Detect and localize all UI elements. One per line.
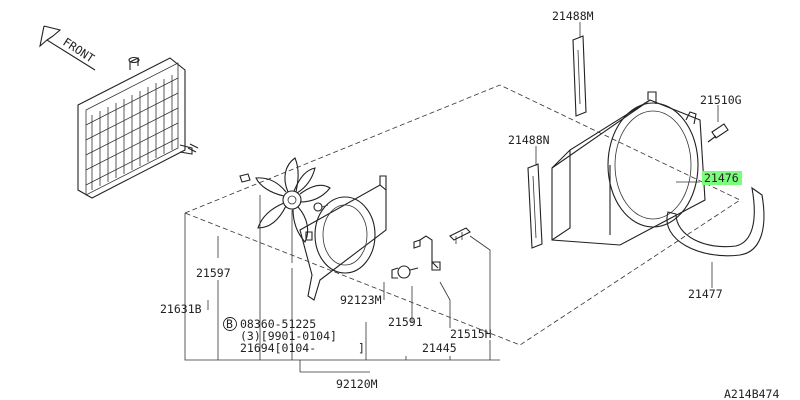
relay-clip xyxy=(449,227,471,244)
wire-harness xyxy=(413,235,441,271)
circle-b-icon xyxy=(223,317,237,331)
lower-shroud-band xyxy=(666,186,765,257)
fan xyxy=(255,157,331,243)
label-21515H: 21515H xyxy=(450,327,492,341)
circle-letter: B xyxy=(226,317,233,331)
label-21597: 21597 xyxy=(196,266,231,280)
nut-21597 xyxy=(239,173,251,183)
front-label: FRONT xyxy=(60,35,97,66)
diagram-code: A214B474 xyxy=(724,387,779,400)
label-21631B: 21631B xyxy=(160,302,202,316)
bolt-qty-line: (3)[9901-0104] xyxy=(240,329,337,343)
label-21591: 21591 xyxy=(388,315,423,329)
bolt-sub-line: 21694[0104- xyxy=(240,341,316,355)
label-21477: 21477 xyxy=(688,287,723,301)
bolt-sub-line-end: ] xyxy=(358,341,365,355)
seal-side xyxy=(527,163,543,249)
seal-upper xyxy=(572,35,587,117)
bolt-21510g xyxy=(707,123,729,143)
highlight-21476 xyxy=(702,171,742,185)
label-92123M: 92123M xyxy=(340,293,382,307)
fan-shroud xyxy=(551,91,706,246)
front-arrow-icon xyxy=(39,25,96,71)
fan-motor-bracket xyxy=(299,175,387,301)
bolt-21631b xyxy=(187,143,199,153)
label-21510G: 21510G xyxy=(700,93,742,107)
label-21476: 21476 xyxy=(704,171,739,185)
label-21488M: 21488M xyxy=(552,9,594,23)
label-21488N: 21488N xyxy=(508,133,550,147)
assembly-boundary xyxy=(183,84,741,346)
radiator xyxy=(77,56,193,199)
label-21445: 21445 xyxy=(422,341,457,355)
label-92120M: 92120M xyxy=(336,377,378,391)
bolt-part-number: 08360-51225 xyxy=(240,317,316,331)
motor-connector xyxy=(391,265,419,279)
